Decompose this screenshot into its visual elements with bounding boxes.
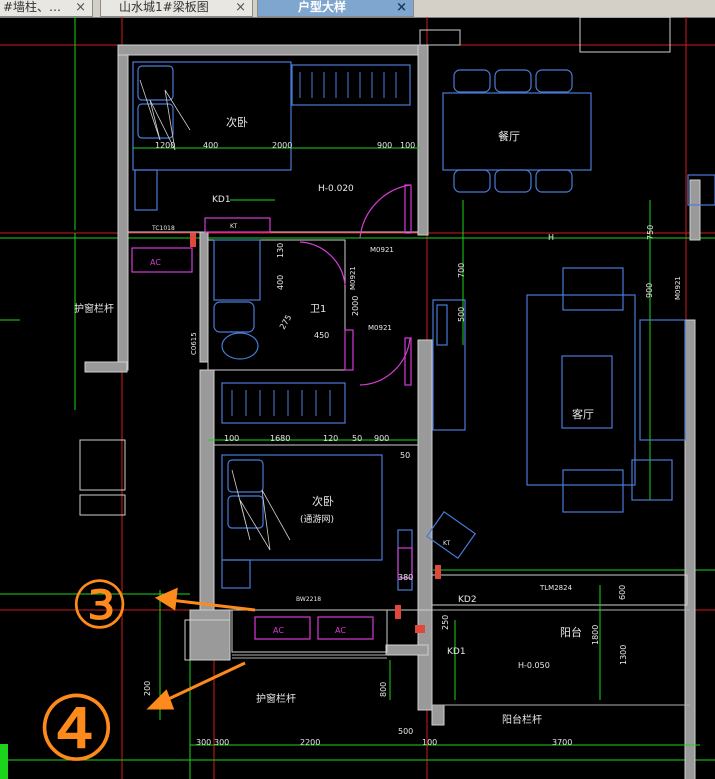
room-label-bedroom-top: 次卧 — [226, 115, 248, 129]
label-ac-1: AC — [150, 258, 161, 267]
label-c0615: C0615 — [190, 332, 198, 355]
dim-bottom-300-a: 300 — [196, 738, 211, 747]
label-m0921-a: M0921 — [370, 246, 394, 254]
dim-120: 120 — [323, 434, 338, 443]
label-balcony-rail: 阳台栏杆 — [502, 713, 542, 726]
room-label-dining: 餐厅 — [498, 129, 520, 143]
dim-50-b: 50 — [400, 451, 410, 460]
dim-bottom-3700: 3700 — [552, 738, 572, 747]
dim-50: 50 — [352, 434, 362, 443]
label-kd1-top: KD1 — [212, 195, 231, 205]
walls — [84, 44, 701, 779]
dim-100-b: 100 — [224, 434, 239, 443]
room-label-balcony: 阳台 — [560, 625, 582, 639]
dim-250: 250 — [441, 615, 450, 630]
label-m0921-c: M0921 — [349, 266, 357, 290]
dim-750: 750 — [646, 225, 655, 240]
label-level-top: H-0.020 — [318, 184, 354, 194]
dim-1680: 1680 — [270, 434, 290, 443]
label-h-mark: H — [548, 233, 554, 242]
tab-unit-detail[interactable]: 户型大样 × — [257, 0, 414, 17]
room-outlines — [79, 17, 688, 661]
dim-2000: 2000 — [272, 141, 292, 150]
label-guard-rail-top: 护窗栏杆 — [74, 302, 114, 315]
close-icon[interactable]: × — [75, 0, 86, 15]
green-guide-lines — [0, 17, 715, 779]
label-bw2218: BW2218 — [296, 596, 321, 603]
tab-wall-column[interactable]: #墙柱、… × — [0, 0, 93, 17]
dim-2000-b: 2000 — [351, 296, 360, 316]
status-corner-marker — [0, 744, 8, 779]
dim-800: 800 — [379, 682, 388, 697]
railings — [232, 609, 690, 706]
label-m0921-d: M0921 — [368, 324, 392, 332]
label-m0921-b: M0921 — [674, 276, 682, 300]
dim-bottom-100: 100 — [422, 738, 437, 747]
room-label-living: 客厅 — [572, 407, 594, 421]
dim-bottom-500: 500 — [398, 727, 413, 736]
dim-700: 700 — [457, 263, 466, 278]
room-note-bedroom-bottom: (通游网) — [300, 513, 334, 525]
dim-bottom-300-b: 300 — [214, 738, 229, 747]
label-kt-2: KT — [443, 540, 450, 547]
dim-bottom-2200: 2200 — [300, 738, 320, 747]
room-label-toilet: 卫1 — [310, 304, 326, 315]
dim-450: 450 — [314, 331, 329, 340]
dim-380: 380 — [398, 573, 413, 582]
dim-100-a: 100 — [400, 141, 415, 150]
cad-drawing-canvas[interactable]: 次卧 餐厅 客厅 次卧 (通游网) 卫1 阳台 KD1 KD1 KD2 H-0.… — [0, 17, 715, 779]
wardrobe-hangers — [231, 72, 397, 416]
close-icon[interactable]: × — [396, 0, 407, 15]
dim-275: 275 — [278, 313, 293, 331]
doors — [131, 184, 413, 640]
label-ac-2: AC — [273, 626, 284, 635]
dim-1800: 1800 — [591, 625, 600, 645]
annotation-arrows — [146, 587, 256, 710]
dim-1300: 1300 — [619, 645, 628, 665]
dim-400-b: 400 — [276, 275, 285, 290]
dim-600: 600 — [618, 585, 627, 600]
label-kd1-bottom: KD1 — [447, 647, 466, 657]
label-guard-rail-bottom: 护窗栏杆 — [256, 692, 296, 705]
label-tlm2824: TLM2824 — [539, 584, 573, 592]
annotation-4: ④ — [36, 677, 117, 779]
dim-400: 400 — [203, 141, 218, 150]
label-tc1018: TC1018 — [151, 225, 175, 232]
annotation-3: ③ — [70, 567, 129, 644]
tab-label: 户型大样 — [298, 0, 347, 14]
axis-lines — [0, 17, 715, 779]
label-level-balcony: H-0.050 — [518, 661, 550, 670]
kd-markers — [190, 233, 441, 633]
dim-900-b: 900 — [374, 434, 389, 443]
annotation-marks: ③ ④ — [36, 567, 256, 779]
label-kt-1: KT — [230, 223, 237, 230]
dim-200: 200 — [143, 681, 152, 696]
dim-900-c: 900 — [645, 283, 654, 298]
close-icon[interactable]: × — [235, 0, 246, 15]
label-ac-3: AC — [335, 626, 346, 635]
label-kd2: KD2 — [458, 595, 477, 605]
drawing-tab-bar: #墙柱、… × 山水城1#梁板图 × 户型大样 × — [0, 0, 715, 18]
dim-900-a: 900 — [377, 141, 392, 150]
tab-label: 山水城1#梁板图 — [119, 0, 209, 14]
room-label-bedroom-bottom: 次卧 — [312, 494, 334, 508]
dim-500: 500 — [457, 307, 466, 322]
bed-linen — [139, 79, 291, 551]
tab-label: #墙柱、… — [3, 0, 62, 14]
dim-1200: 1200 — [155, 141, 175, 150]
tab-beam-slab[interactable]: 山水城1#梁板图 × — [100, 0, 253, 17]
dim-130: 130 — [276, 243, 285, 258]
dimension-lines — [133, 147, 700, 746]
